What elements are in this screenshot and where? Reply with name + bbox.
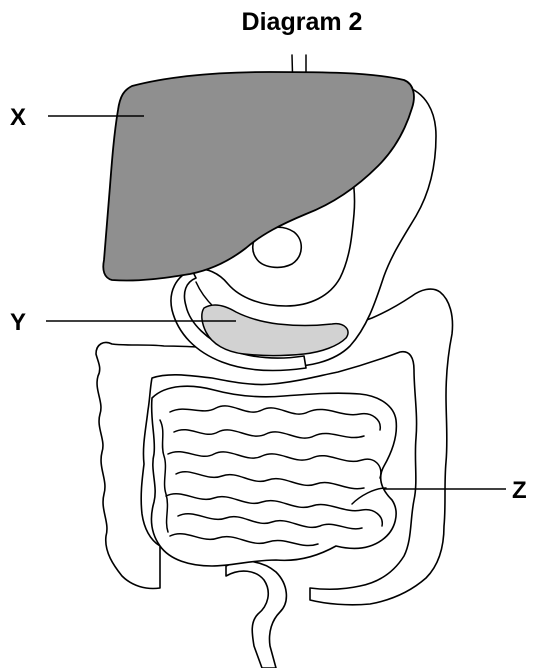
label-z: Z xyxy=(512,477,527,504)
small-intestine xyxy=(152,386,397,566)
label-y: Y xyxy=(10,309,26,336)
rectum xyxy=(226,561,286,668)
label-x: X xyxy=(10,104,26,131)
